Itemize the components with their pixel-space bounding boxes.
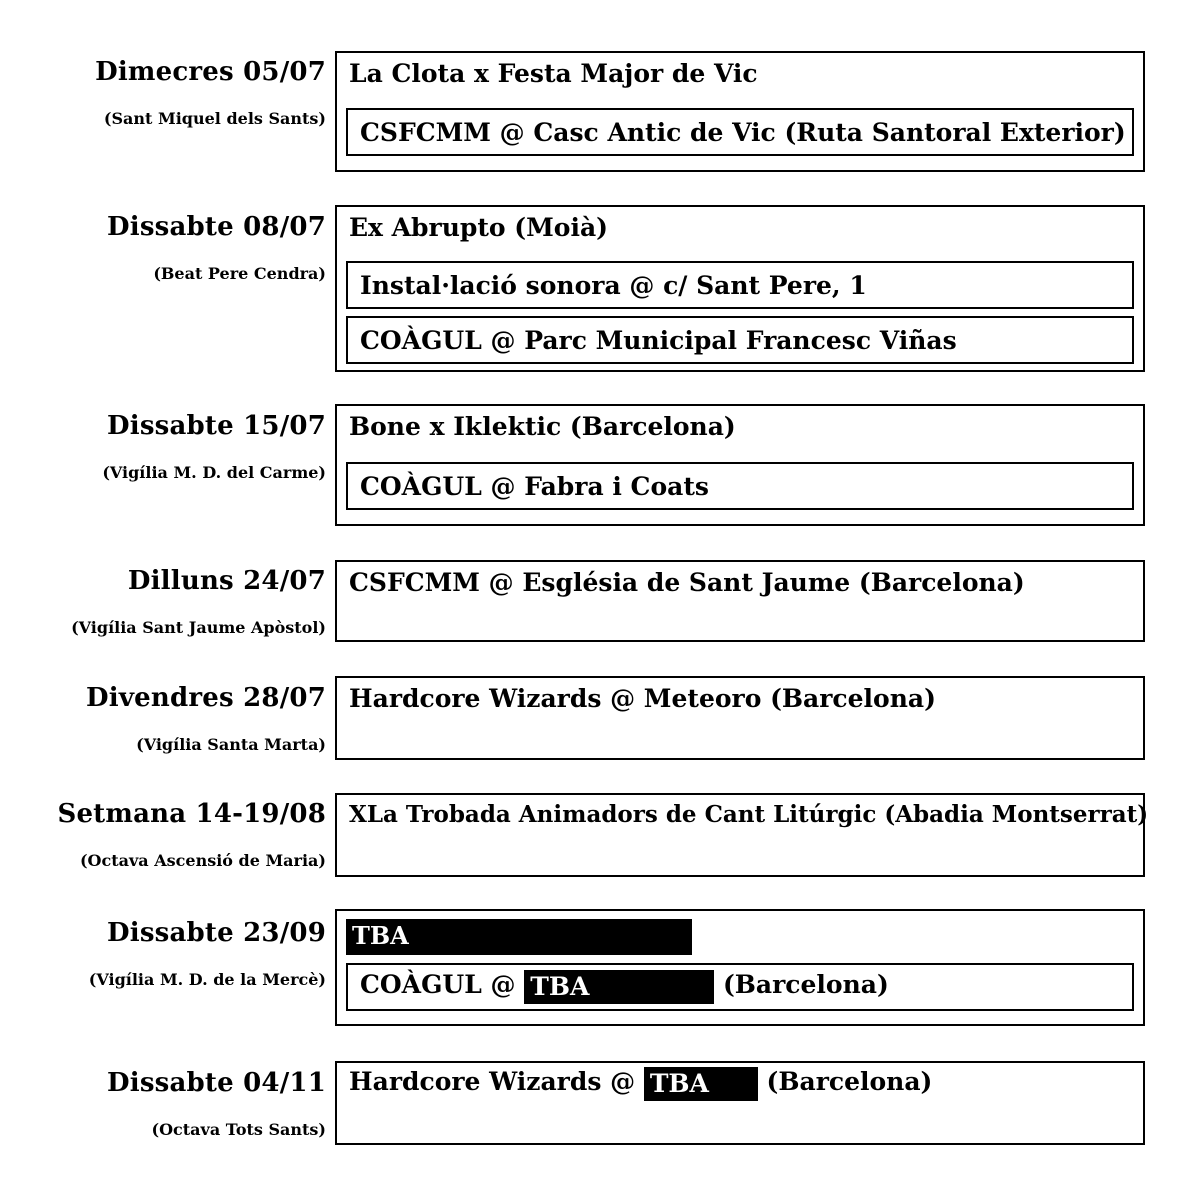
redacted-title: TBA: [352, 921, 409, 950]
event-sub-text: CSFCMM @ Casc Antic de Vic (Ruta Santora…: [360, 118, 1126, 147]
event-box: TBA COÀGUL @ TBA (Barcelona): [335, 909, 1145, 1026]
event-sub-box: COÀGUL @ Parc Municipal Francesc Viñas: [346, 316, 1134, 364]
title-after: (Barcelona): [766, 1067, 933, 1096]
event-date: Dimecres 05/07: [95, 57, 326, 87]
event-date: Dissabte 15/07: [107, 411, 326, 441]
event-box: Hardcore Wizards @ Meteoro (Barcelona): [335, 676, 1145, 760]
event-title: Bone x Iklektic (Barcelona): [349, 412, 736, 441]
event-date: Dilluns 24/07: [127, 566, 326, 596]
event-sub-text: COÀGUL @ TBA (Barcelona): [360, 970, 889, 1004]
event-date: Dissabte 04/11: [107, 1068, 326, 1098]
event-title: Hardcore Wizards @ TBA (Barcelona): [349, 1067, 932, 1101]
event-date: Divendres 28/07: [86, 683, 326, 713]
redacted-venue: TBA: [524, 970, 715, 1004]
event-box: CSFCMM @ Església de Sant Jaume (Barcelo…: [335, 560, 1145, 642]
event-sub-text: Instal·lació sonora @ c/ Sant Pere, 1: [360, 271, 867, 300]
event-feast: (Octava Tots Sants): [151, 1120, 326, 1139]
sub-before: COÀGUL @: [360, 970, 516, 999]
event-sub-box: CSFCMM @ Casc Antic de Vic (Ruta Santora…: [346, 108, 1134, 156]
sub-after: (Barcelona): [722, 970, 889, 999]
event-feast: (Vigília M. D. de la Mercè): [88, 970, 326, 989]
event-feast: (Sant Miquel dels Sants): [103, 109, 326, 128]
event-sub-box: Instal·lació sonora @ c/ Sant Pere, 1: [346, 261, 1134, 309]
event-sub-box: COÀGUL @ Fabra i Coats: [346, 462, 1134, 510]
event-box: XLa Trobada Animadors de Cant Litúrgic (…: [335, 793, 1149, 877]
event-feast: (Vigília M. D. del Carme): [102, 463, 326, 482]
event-title: Hardcore Wizards @ Meteoro (Barcelona): [349, 684, 936, 713]
event-sub-box: COÀGUL @ TBA (Barcelona): [346, 963, 1134, 1011]
event-title: CSFCMM @ Església de Sant Jaume (Barcelo…: [349, 568, 1025, 597]
event-title: Ex Abrupto (Moià): [349, 213, 608, 242]
event-date: Setmana 14-19/08: [57, 799, 326, 829]
event-date: Dissabte 08/07: [107, 212, 326, 242]
redaction-bar: TBA: [346, 919, 692, 955]
event-title: XLa Trobada Animadors de Cant Litúrgic (…: [349, 801, 1149, 828]
event-feast: (Vigília Santa Marta): [136, 735, 326, 754]
event-sub-text: COÀGUL @ Parc Municipal Francesc Viñas: [360, 326, 957, 355]
title-before: Hardcore Wizards @: [349, 1067, 636, 1096]
event-date: Dissabte 23/09: [107, 918, 326, 948]
event-box: Ex Abrupto (Moià) Instal·lació sonora @ …: [335, 205, 1145, 372]
event-box: La Clota x Festa Major de Vic CSFCMM @ C…: [335, 51, 1145, 172]
event-box: Hardcore Wizards @ TBA (Barcelona): [335, 1061, 1145, 1145]
redacted-venue: TBA: [643, 1067, 758, 1101]
event-feast: (Vigília Sant Jaume Apòstol): [71, 618, 326, 637]
event-feast: (Octava Ascensió de Maria): [79, 851, 326, 870]
event-title: La Clota x Festa Major de Vic: [349, 59, 758, 88]
event-sub-text: COÀGUL @ Fabra i Coats: [360, 472, 709, 501]
event-feast: (Beat Pere Cendra): [153, 264, 326, 283]
event-box: Bone x Iklektic (Barcelona) COÀGUL @ Fab…: [335, 404, 1145, 526]
